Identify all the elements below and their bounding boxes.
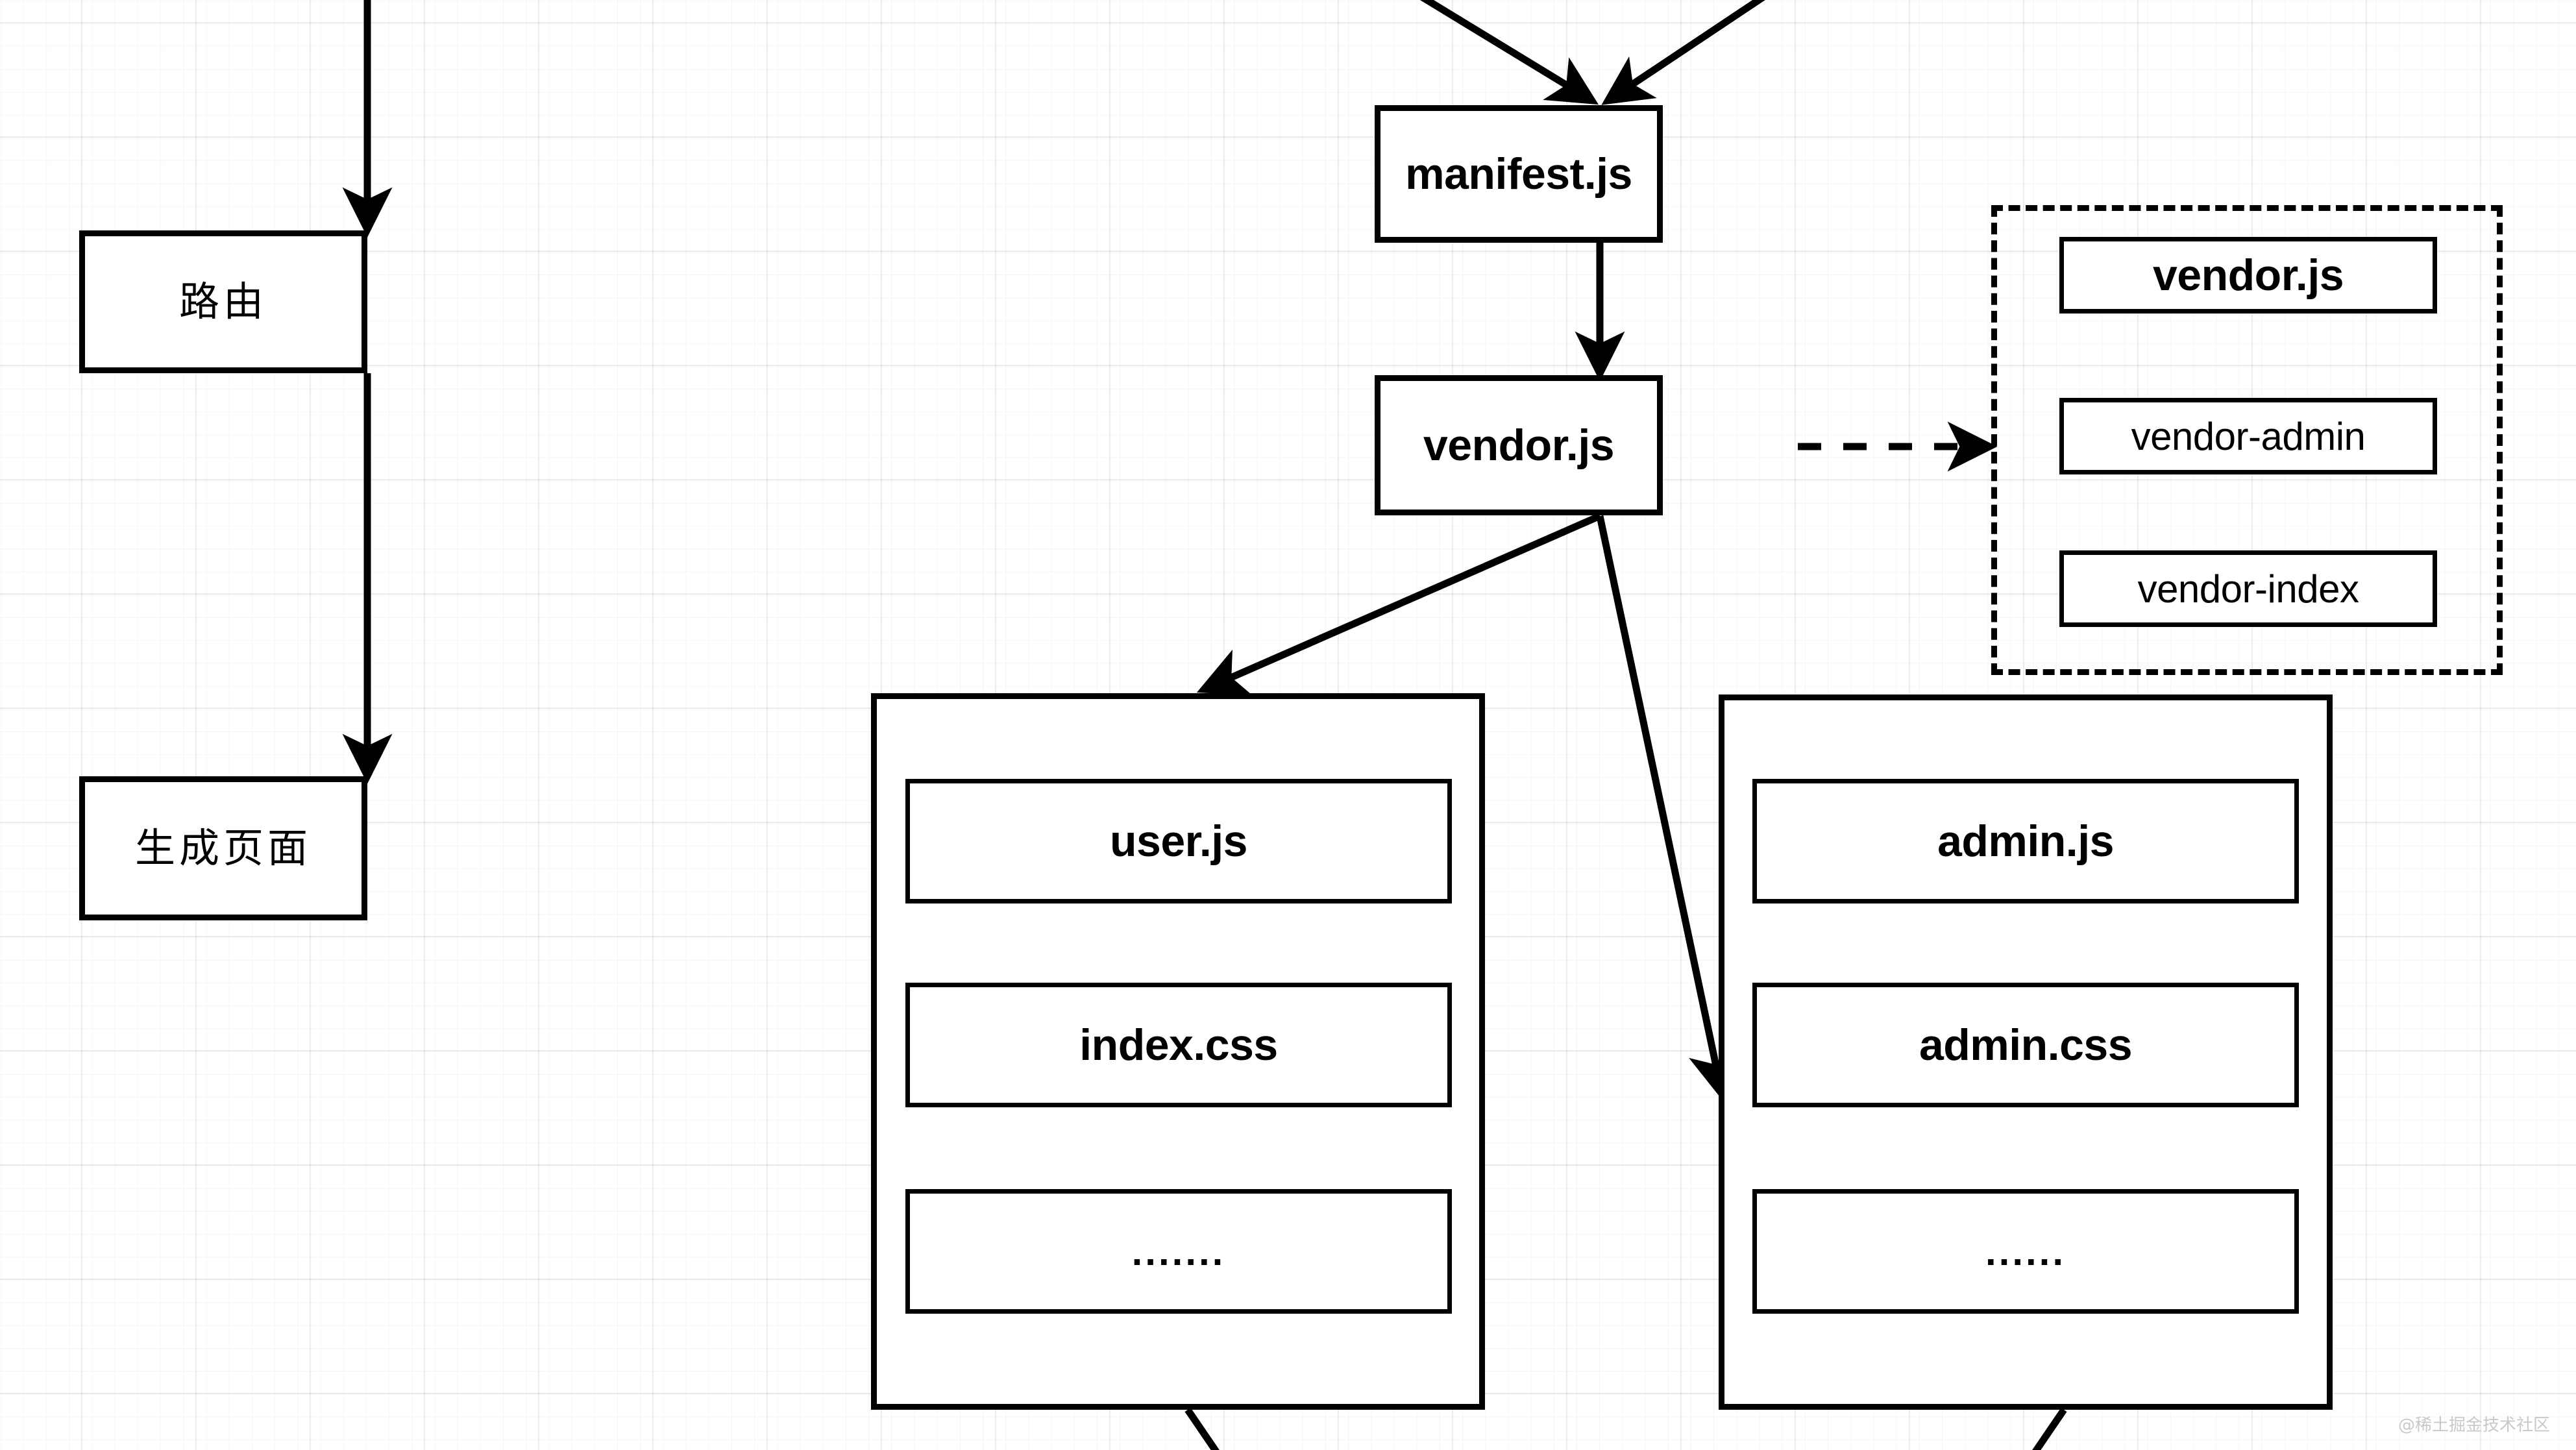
- vendor-group-item-vendor-index-label: vendor-index: [2137, 567, 2359, 611]
- user-group-item-user-js[interactable]: user.js: [905, 779, 1452, 903]
- edge-user-group-down: [1184, 1407, 1220, 1450]
- node-generate-page-label: 生成页面: [134, 824, 312, 872]
- vendor-group-container: [1991, 205, 2503, 675]
- edge-left-into-manifest: [1419, 0, 1599, 105]
- user-group-item-more[interactable]: .......: [905, 1189, 1452, 1314]
- admin-group-item-more[interactable]: ......: [1752, 1189, 2299, 1314]
- node-vendor-js[interactable]: vendor.js: [1375, 375, 1663, 515]
- user-group-item-index-css[interactable]: index.css: [905, 983, 1452, 1107]
- edge-vendor-to-user-group: [1196, 512, 1602, 696]
- user-group-item-user-js-label: user.js: [1110, 817, 1248, 866]
- admin-group-item-admin-js[interactable]: admin.js: [1752, 779, 2299, 903]
- vendor-group-item-vendor-admin-label: vendor-admin: [2131, 414, 2366, 458]
- vendor-group-item-vendor-admin[interactable]: vendor-admin: [2059, 398, 2437, 474]
- vendor-group-item-vendor-js-label: vendor.js: [2152, 251, 2344, 300]
- node-route[interactable]: 路由: [79, 230, 367, 373]
- vendor-group-item-vendor-index[interactable]: vendor-index: [2059, 550, 2437, 627]
- node-manifest-js-label: manifest.js: [1405, 149, 1632, 199]
- admin-group-item-more-label: ......: [1985, 1229, 2067, 1273]
- admin-group-item-admin-js-label: admin.js: [1937, 817, 2114, 866]
- user-group-item-index-css-label: index.css: [1079, 1020, 1278, 1070]
- node-manifest-js[interactable]: manifest.js: [1375, 105, 1663, 243]
- edge-vendor-to-admin-group: [1596, 515, 1738, 1102]
- watermark: @稀土掘金技术社区: [2398, 1416, 2550, 1435]
- node-generate-page[interactable]: 生成页面: [79, 776, 367, 920]
- admin-group-item-admin-css-label: admin.css: [1919, 1020, 2133, 1070]
- vendor-group-item-vendor-js[interactable]: vendor.js: [2059, 237, 2437, 313]
- edge-admin-group-down: [2032, 1407, 2067, 1450]
- edge-right-into-manifest: [1601, 0, 1765, 105]
- admin-group-item-admin-css[interactable]: admin.css: [1752, 983, 2299, 1107]
- node-vendor-js-label: vendor.js: [1423, 420, 1615, 470]
- user-group-item-more-label: .......: [1131, 1229, 1226, 1273]
- node-route-label: 路由: [178, 277, 267, 325]
